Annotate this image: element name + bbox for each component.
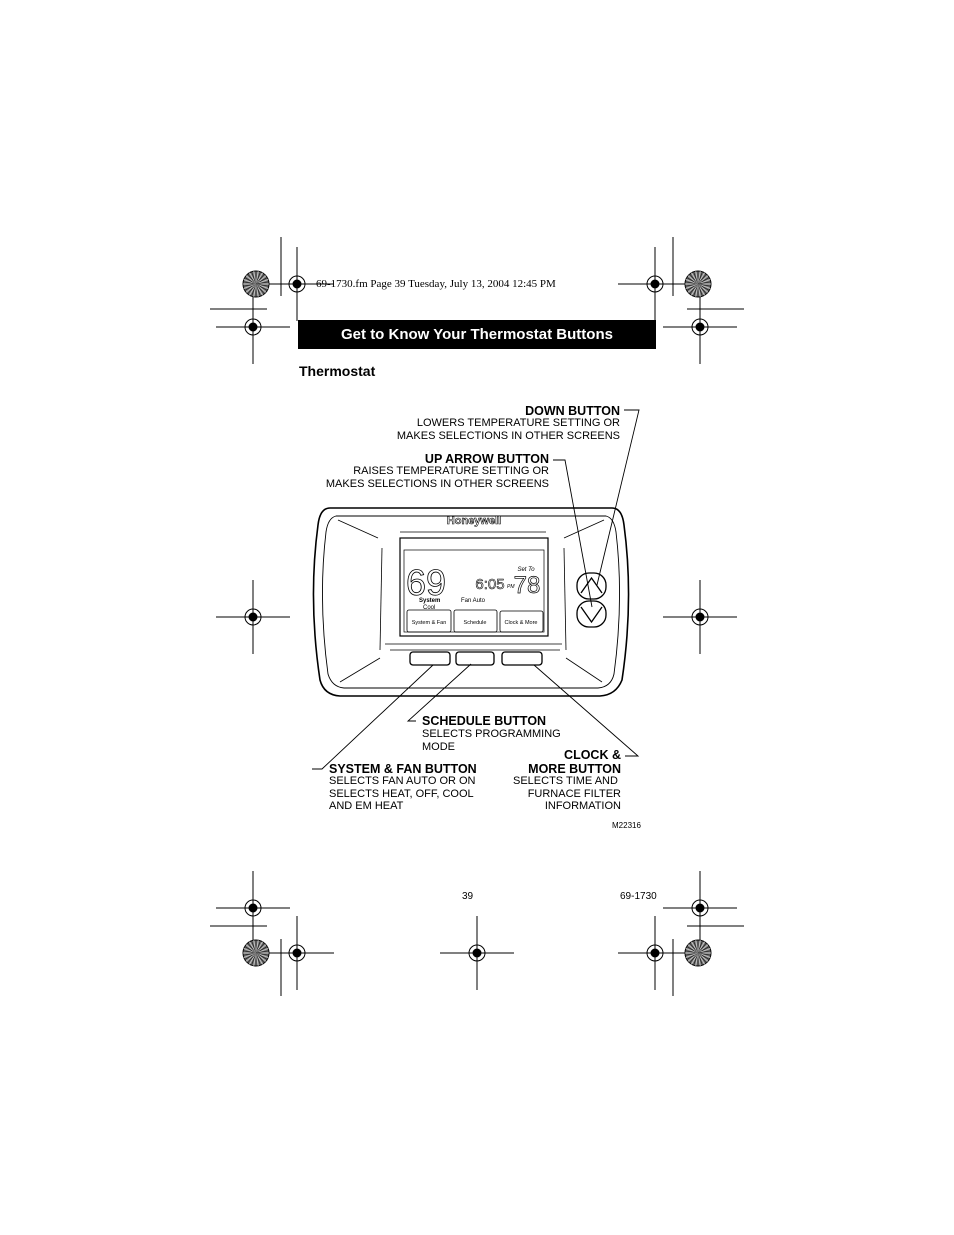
system-fan-button[interactable] [409,651,451,666]
schedule-button[interactable] [455,651,495,666]
ampm-indicator: PM [507,584,515,590]
registration-mark [663,290,737,364]
starburst-mark [684,939,712,967]
softkey-clock-more: Clock & More [504,620,537,626]
file-header: 69-1730.fm Page 39 Tuesday, July 13, 200… [316,278,556,290]
down-button-title: DOWN BUTTON [525,404,620,418]
schedule-button-desc-1: SELECTS PROGRAMMING [422,728,561,740]
registration-mark [618,916,692,990]
schedule-button-title: SCHEDULE BUTTON [422,714,547,728]
set-temperature: 78 [514,572,541,599]
clock-button-desc-3: INFORMATION [544,800,621,812]
registration-mark [663,580,737,654]
down-button-desc-1: LOWERS TEMPERATURE SETTING OR [416,417,620,429]
set-to-label: Set To [517,567,535,573]
system-label: System [419,598,440,604]
page-number: 39 [462,891,474,902]
system-fan-button-desc-1: SELECTS FAN AUTO OR ON [329,775,476,787]
thermostat-illustration: Honeywell 69 6:05 PM Set To 78 System Co… [312,507,630,697]
clock-button-title-2: MORE BUTTON [528,762,621,776]
up-button-desc-2: MAKES SELECTIONS IN OTHER SCREENS [325,478,549,490]
document-number: 69-1730 [620,891,657,902]
starburst-mark [684,270,712,298]
registration-mark [440,916,514,990]
up-button-desc-1: RAISES TEMPERATURE SETTING OR [353,465,549,477]
starburst-mark [242,270,270,298]
current-temperature: 69 [406,562,446,603]
brand-logo: Honeywell [447,515,501,527]
clock-button-title-1: CLOCK & [564,748,621,762]
registration-mark [260,247,334,321]
registration-mark [663,871,737,945]
registration-mark [216,580,290,654]
section-heading: Thermostat [299,363,376,379]
fan-label: Fan Auto [461,598,486,604]
up-button-title: UP ARROW BUTTON [424,452,549,466]
softkey-system-fan: System & Fan [412,620,447,626]
schedule-button-desc-2: MODE [422,741,455,753]
clock-button-desc-1: SELECTS TIME AND [513,775,618,787]
registration-mark [260,916,334,990]
system-fan-button-desc-2: SELECTS HEAT, OFF, COOL [329,788,474,800]
system-fan-button-desc-3: AND EM HEAT [329,800,404,812]
time-display: 6:05 [475,576,504,593]
clock-more-button[interactable] [501,651,543,666]
starburst-mark [242,939,270,967]
figure-id: M22316 [612,821,641,830]
down-button-desc-2: MAKES SELECTIONS IN OTHER SCREENS [396,430,620,442]
registration-mark [618,247,692,321]
page-banner-title: Get to Know Your Thermostat Buttons [298,320,656,349]
lcd-screen [399,537,549,637]
system-fan-button-title: SYSTEM & FAN BUTTON [329,762,477,776]
system-mode: Cool [423,605,435,611]
down-arrow-button[interactable] [576,600,607,628]
registration-mark [216,871,290,945]
clock-button-desc-2: FURNACE FILTER [527,788,621,800]
softkey-schedule: Schedule [464,620,487,626]
registration-mark [216,290,290,364]
